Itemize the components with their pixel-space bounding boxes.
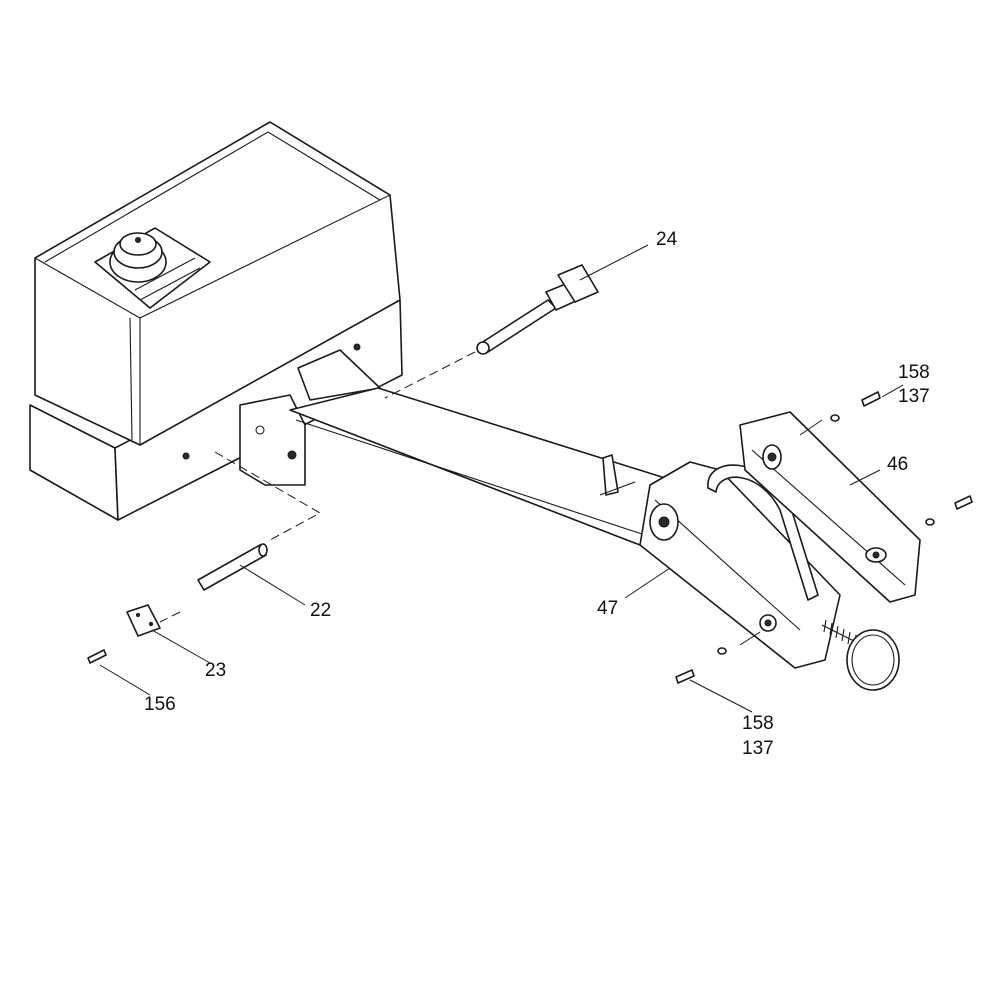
assembly-lines [159, 351, 476, 623]
coupler-arm [739, 411, 921, 603]
callout-22: 22 [310, 600, 331, 621]
callout-labels: 24 158 137 46 22 47 23 156 158 137 [144, 229, 930, 759]
callout-158-bottom: 158 [742, 713, 774, 734]
screw-156 [87, 649, 107, 664]
tank-housing [29, 121, 403, 521]
hitch-pin-24 [476, 264, 599, 355]
callout-156: 156 [144, 694, 176, 715]
leader-lines [99, 244, 904, 713]
hitch-assembly [639, 461, 841, 669]
callout-158-top: 158 [898, 362, 930, 383]
callout-137-top: 137 [898, 386, 930, 407]
callout-24: 24 [656, 229, 678, 250]
callout-47: 47 [597, 598, 618, 619]
screw-158-right [925, 495, 973, 526]
screw-158-upper [830, 391, 881, 422]
callout-137-bottom: 137 [742, 738, 774, 759]
fill-cap [109, 232, 167, 283]
mount-bracket [239, 349, 381, 486]
screw-158-lower [675, 647, 727, 684]
callout-23: 23 [205, 660, 226, 681]
adjust-knob [821, 619, 900, 691]
pin-22 [197, 543, 268, 591]
drawbar-tube [289, 387, 666, 546]
callout-46: 46 [887, 454, 908, 475]
plate-23 [126, 604, 161, 637]
